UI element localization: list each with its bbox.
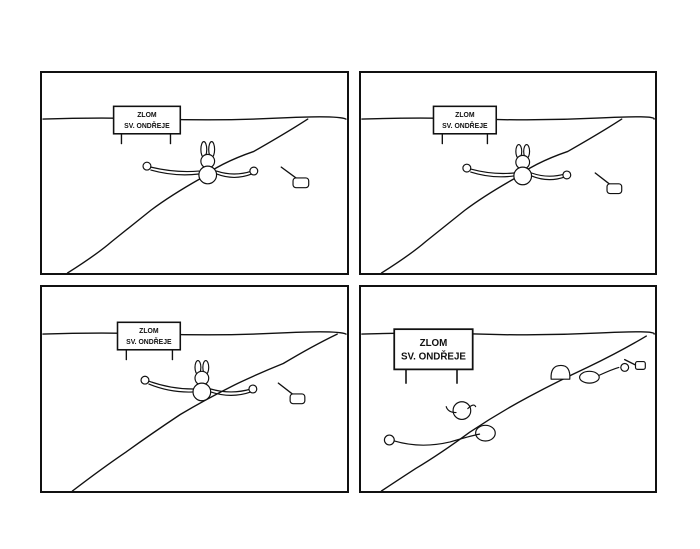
rope-coil-far	[579, 362, 630, 384]
sign-board: ZLOM SV. ONDŘEJE	[393, 328, 474, 384]
sign-text-line2: SV. ONDŘEJE	[401, 351, 466, 363]
sign-text-line1: ZLOM	[139, 328, 159, 335]
rabbit-character	[513, 143, 533, 186]
rabbit-character	[192, 359, 212, 402]
mallet	[277, 382, 306, 405]
mallet	[624, 358, 646, 370]
rope-right	[530, 170, 572, 181]
rabbit-character	[198, 141, 218, 185]
sign-text-line2: SV. ONDŘEJE	[126, 337, 172, 346]
sign-text-line2: SV. ONDŘEJE	[442, 121, 488, 130]
rabbit-tail-end	[550, 364, 571, 380]
comic-panel-1: ZLOM SV. ONDŘEJE	[40, 71, 349, 275]
rabbit-falling	[445, 401, 477, 420]
panel-1-drawing: ZLOM SV. ONDŘEJE	[42, 105, 347, 273]
rope-right	[215, 166, 259, 178]
panel-2-drawing: ZLOM SV. ONDŘEJE	[361, 105, 655, 273]
rope-left	[140, 375, 194, 393]
sign-text-line2: SV. ONDŘEJE	[124, 121, 170, 130]
comic-panel-4: ZLOM SV. ONDŘEJE	[359, 285, 657, 493]
comic-panel-2: ZLOM SV. ONDŘEJE	[359, 71, 657, 275]
sign-board: ZLOM SV. ONDŘEJE	[432, 105, 498, 145]
mallet	[280, 166, 310, 189]
panel-3-drawing: ZLOM SV. ONDŘEJE	[42, 321, 347, 491]
rope-left	[142, 161, 200, 176]
rope-coil-near	[383, 424, 496, 446]
comic-panel-3: ZLOM SV. ONDŘEJE	[40, 285, 349, 493]
mallet	[594, 172, 623, 195]
sign-text-line1: ZLOM	[455, 112, 475, 119]
rope-right	[210, 384, 258, 396]
rope-left	[462, 163, 515, 178]
sign-text-line1: ZLOM	[137, 112, 157, 119]
panel-4-drawing: ZLOM SV. ONDŘEJE	[361, 328, 655, 491]
sign-text-line1: ZLOM	[420, 338, 448, 349]
sign-board: ZLOM SV. ONDŘEJE	[112, 105, 182, 145]
sign-board: ZLOM SV. ONDŘEJE	[116, 321, 182, 361]
